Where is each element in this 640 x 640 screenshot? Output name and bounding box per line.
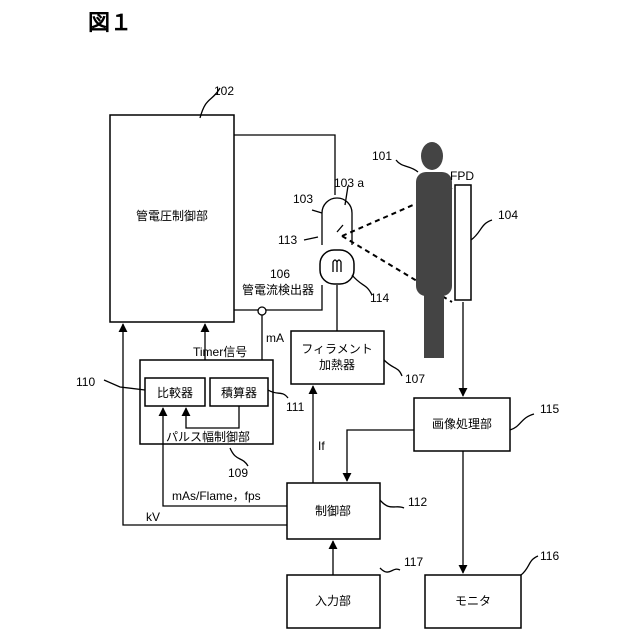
wire-voltage-to-anode xyxy=(234,135,335,195)
leader-107 xyxy=(384,360,402,376)
ref-103a: 103 a xyxy=(334,176,364,190)
signal-ma: mA xyxy=(266,331,284,345)
ref-113: 113 xyxy=(278,233,297,247)
filament-heater-label-1: フィラメント xyxy=(301,342,372,356)
ref-101: 101 xyxy=(372,149,392,163)
ref-102: 102 xyxy=(214,84,234,98)
comparator-label: 比較器 xyxy=(157,385,193,400)
xray-tube xyxy=(320,198,354,284)
ref-116: 116 xyxy=(540,549,559,563)
leader-114 xyxy=(352,275,372,295)
wire-image-processing-to-controller xyxy=(347,430,414,481)
filament-heater-label-2: 加熱器 xyxy=(319,358,355,372)
current-detector-symbol xyxy=(258,307,266,315)
leader-110 xyxy=(104,380,145,390)
leader-103 xyxy=(312,210,322,213)
subject-person xyxy=(416,142,452,358)
input-label: 入力部 xyxy=(315,593,351,608)
fpd-panel xyxy=(455,185,471,300)
monitor-label: モニタ xyxy=(455,594,491,608)
leader-101 xyxy=(396,160,418,172)
ref-103: 103 xyxy=(293,192,313,206)
ref-115: 115 xyxy=(540,402,559,416)
signal-mas-flame-fps: mAs/Flame，fps xyxy=(172,489,261,503)
controller-label: 制御部 xyxy=(315,503,351,518)
ref-110: 110 xyxy=(76,375,95,389)
signal-kv: kV xyxy=(146,510,160,524)
current-detector-label: 管電流検出器 xyxy=(242,282,314,297)
leader-116 xyxy=(521,556,538,575)
pulse-width-control-label: パルス幅制御部 xyxy=(166,429,250,444)
signal-if: If xyxy=(318,439,325,453)
leader-112 xyxy=(380,500,404,508)
image-processing-label: 画像処理部 xyxy=(432,416,492,431)
leader-115 xyxy=(510,414,534,430)
leader-104 xyxy=(471,220,492,240)
tube-voltage-control-label: 管電圧制御部 xyxy=(136,208,208,223)
ref-104: 104 xyxy=(498,208,518,222)
signal-timer: Timer信号 xyxy=(193,345,247,359)
ref-114: 114 xyxy=(370,291,389,305)
leader-109 xyxy=(230,448,248,466)
ref-112: 112 xyxy=(408,495,427,509)
leader-113 xyxy=(304,237,318,240)
fpd-label: FPD xyxy=(450,169,474,183)
ref-106: 106 xyxy=(270,267,290,281)
integrator-label: 積算器 xyxy=(221,385,257,400)
ref-117: 117 xyxy=(404,555,423,569)
ref-111: 111 xyxy=(286,400,305,414)
ref-107: 107 xyxy=(405,372,425,386)
ref-109: 109 xyxy=(228,466,248,480)
leader-117 xyxy=(380,568,400,572)
figure-title: 図１ xyxy=(88,11,132,36)
